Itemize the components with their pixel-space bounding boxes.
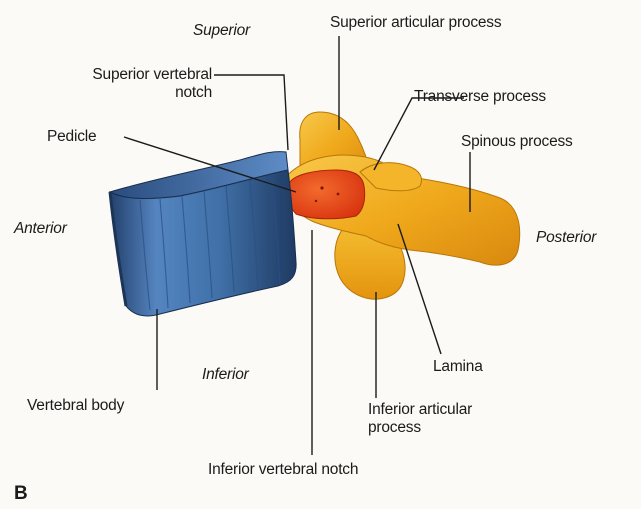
label-superior-vertebral-notch-line1: Superior vertebral bbox=[34, 66, 212, 84]
label-pedicle: Pedicle bbox=[47, 128, 96, 146]
label-superior-vertebral-notch: Superior vertebral notch bbox=[34, 66, 212, 103]
label-spinous-process: Spinous process bbox=[461, 133, 573, 151]
figure-letter: B bbox=[14, 483, 28, 505]
label-inferior-vertebral-notch: Inferior vertebral notch bbox=[208, 461, 358, 479]
label-transverse-process: Transverse process bbox=[414, 88, 546, 106]
direction-inferior: Inferior bbox=[202, 366, 249, 384]
label-lamina: Lamina bbox=[433, 358, 483, 376]
direction-anterior: Anterior bbox=[14, 220, 67, 238]
direction-superior: Superior bbox=[193, 22, 250, 40]
label-inferior-articular-process: Inferior articular process bbox=[368, 401, 472, 438]
transverse-process-leader bbox=[374, 98, 464, 170]
superior-vertebral-notch-leader bbox=[214, 75, 288, 150]
direction-posterior: Posterior bbox=[536, 229, 596, 247]
label-inferior-articular-process-line2: process bbox=[368, 419, 472, 437]
label-superior-articular-process: Superior articular process bbox=[330, 14, 501, 32]
label-superior-vertebral-notch-line2: notch bbox=[34, 84, 212, 102]
label-inferior-articular-process-line1: Inferior articular bbox=[368, 401, 472, 419]
label-vertebral-body: Vertebral body bbox=[27, 397, 124, 415]
pedicle-shape bbox=[288, 170, 365, 219]
